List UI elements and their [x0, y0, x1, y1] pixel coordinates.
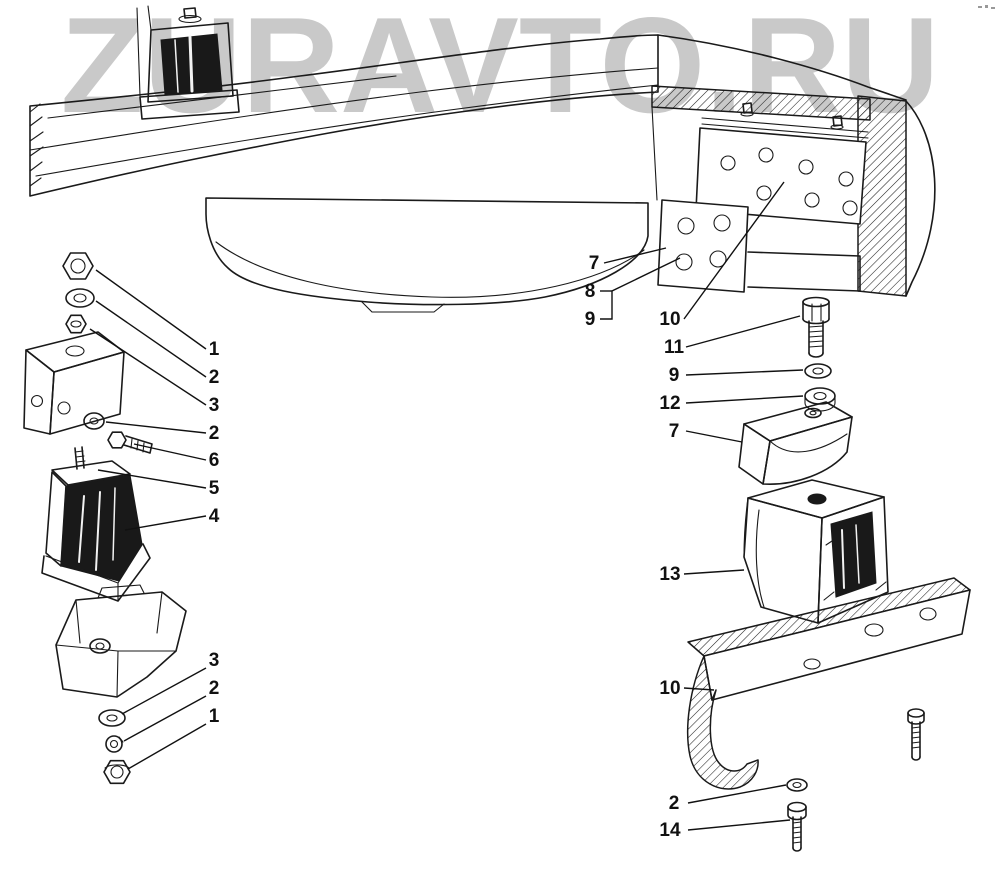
callout-leader: [124, 515, 207, 531]
rubber-mount: [41, 446, 151, 602]
callout-leader: [687, 819, 791, 831]
callout-leader: [687, 784, 787, 804]
callout-label: 2: [209, 678, 220, 699]
nut: [62, 252, 94, 280]
washer-bottom: [786, 778, 808, 792]
callout-label: 2: [209, 367, 220, 388]
chassis-frame: [29, 34, 907, 201]
callout-leader: [95, 300, 207, 378]
callout-leader: [127, 723, 207, 770]
mount-plate: [695, 102, 869, 225]
spring-washer-rear: [804, 363, 832, 379]
bolt: [107, 431, 153, 454]
callout-label: 12: [659, 393, 680, 414]
front-mount-installed: [136, 5, 240, 120]
callout-label: 2: [209, 423, 220, 444]
callout-label: 1: [209, 339, 220, 360]
callout-leader: [683, 181, 785, 320]
callout-label: 9: [585, 309, 596, 330]
front-mount-exploded: [23, 252, 187, 785]
lock-washer: [105, 735, 124, 753]
callout-leader: [685, 430, 743, 443]
callout-label: 9: [669, 365, 680, 386]
frame-bracket: [657, 199, 749, 293]
small-nut: [65, 314, 87, 334]
bolt-bottom: [787, 801, 807, 852]
callout-leader: [685, 315, 801, 348]
spring-washer: [83, 412, 105, 430]
callout-label: 3: [209, 395, 220, 416]
bolt-short-right: [907, 708, 925, 761]
callout-label: 6: [209, 450, 220, 471]
callout-leader: [105, 421, 207, 434]
callout-label: 8: [585, 281, 596, 302]
rear-rubber-mount: [743, 479, 889, 624]
corner-mark: [978, 5, 995, 9]
callout-leader: [89, 328, 207, 406]
oil-pan: [205, 197, 649, 313]
callout-leader: [121, 667, 207, 715]
nut-lower: [103, 759, 131, 785]
upper-bracket: [738, 401, 853, 485]
flat-washer: [65, 288, 95, 308]
callout-label: 2: [669, 793, 680, 814]
callout-leader: [683, 687, 715, 691]
callout-leader: [95, 269, 207, 350]
callout-leader: [123, 695, 207, 742]
callout-label: 3: [209, 650, 220, 671]
bolt-long: [802, 296, 830, 358]
callout-label: 7: [669, 421, 680, 442]
rear-mount-exploded: [686, 296, 971, 852]
callout-leader: [683, 569, 745, 575]
callout-leader: [685, 395, 804, 404]
callout-leader: [603, 247, 667, 264]
callout-leader: [97, 469, 207, 489]
callout-label: 10: [659, 309, 680, 330]
mount-bracket: [23, 331, 125, 435]
callout-label: 13: [659, 564, 680, 585]
callout-label: 1: [209, 706, 220, 727]
rear-frame-section: [651, 85, 936, 297]
callout-leader: [685, 369, 804, 376]
callout-label: 5: [209, 478, 220, 499]
flat-washer-lower: [98, 709, 126, 727]
callout-label: 10: [659, 678, 680, 699]
callout-label: 11: [664, 337, 685, 358]
callout-label: 7: [589, 253, 600, 274]
callout-leader: [600, 257, 681, 320]
callout-leader: [133, 443, 207, 461]
callout-label: 14: [659, 820, 681, 841]
engine-bracket: [55, 584, 187, 698]
callout-label: 4: [209, 506, 220, 527]
thick-washer: [804, 387, 836, 412]
support-crossmember: [686, 577, 971, 790]
